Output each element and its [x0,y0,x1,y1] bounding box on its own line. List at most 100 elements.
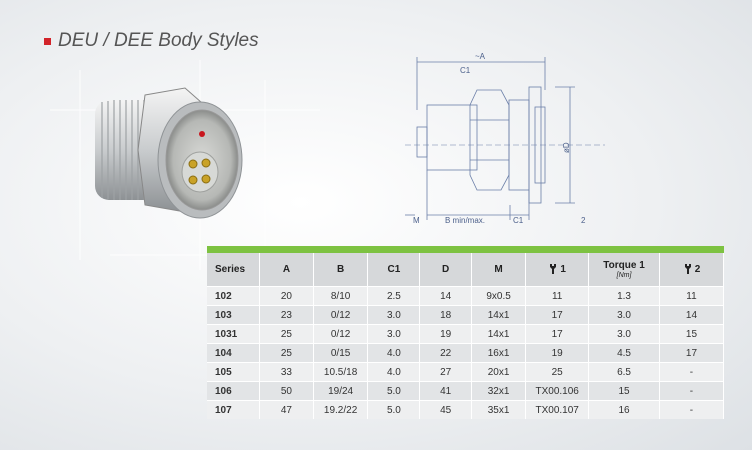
cell-d: 18 [419,305,472,325]
cell-wrench1: TX00.106 [525,381,590,401]
cell-series: 1031 [207,324,261,344]
cell-c1: 4.0 [367,362,421,382]
cell-a: 25 [259,324,314,344]
technical-drawing: ~A C1 øD M B min/max. C1 2 [405,52,605,225]
cell-c1: 3.0 [367,324,421,344]
header-m: M [471,253,527,287]
cell-series: 104 [207,343,261,363]
connector-photo [50,60,320,270]
cell-wrench1: 11 [525,286,590,306]
label-b: B min/max. [445,216,485,225]
section-title: DEU / DEE Body Styles [44,30,259,52]
cell-a: 25 [259,343,314,363]
cell-m: 16x1 [471,343,527,363]
cell-m: 32x1 [471,381,527,401]
cell-a: 50 [259,381,314,401]
cell-d: 45 [419,400,472,419]
header-b: B [313,253,369,287]
cell-a: 20 [259,286,314,306]
header-torque1-unit: [Nm] [616,272,632,279]
cell-series: 102 [207,286,261,306]
label-d: øD [562,142,571,153]
cell-m: 14x1 [471,324,527,344]
cell-wrench1: 17 [525,324,590,344]
cell-wrench1: 25 [525,362,590,382]
cell-m: 20x1 [471,362,527,382]
cell-c1: 2.5 [367,286,421,306]
cell-b: 19.2/22 [313,400,369,419]
header-wrench1: 1 [525,253,590,287]
cell-a: 23 [259,305,314,325]
wrench-icon [550,264,557,275]
cell-wrench1: TX00.107 [525,400,590,419]
label-m: M [413,216,420,225]
cell-m: 35x1 [471,400,527,419]
red-dot-marker [199,131,205,137]
cell-series: 103 [207,305,261,325]
cell-b: 0/15 [313,343,369,363]
cell-wrench2: - [659,381,725,401]
cell-d: 19 [419,324,472,344]
cell-wrench2: 14 [659,305,725,325]
header-c1: C1 [367,253,421,287]
cell-wrench2: 17 [659,343,725,363]
cell-b: 19/24 [313,381,369,401]
header-torque1: Torque 1 [Nm] [588,253,660,287]
header-wrench2-label: 2 [694,264,701,275]
cell-torque1: 15 [588,381,660,401]
cell-torque1: 3.0 [588,305,660,325]
cell-b: 0/12 [313,305,369,325]
cell-series: 106 [207,381,261,401]
cell-torque1: 1.3 [588,286,660,306]
label-a: ~A [475,52,486,61]
header-a: A [259,253,314,287]
cell-b: 10.5/18 [313,362,369,382]
title-text: DEU / DEE Body Styles [58,30,259,51]
cell-torque1: 3.0 [588,324,660,344]
cell-series: 105 [207,362,261,382]
cell-c1: 4.0 [367,343,421,363]
cell-torque1: 16 [588,400,660,419]
cell-wrench1: 19 [525,343,590,363]
table-header-row: Series A B C1 D M 1 Torque 1 [Nm] 2 [207,253,725,287]
header-wrench2: 2 [659,253,725,287]
cell-torque1: 4.5 [588,343,660,363]
cell-wrench1: 17 [525,305,590,325]
cell-b: 0/12 [313,324,369,344]
cell-wrench2: - [659,400,725,419]
header-d: D [419,253,472,287]
cell-wrench2: 11 [659,286,725,306]
cell-c1: 5.0 [367,400,421,419]
cell-m: 14x1 [471,305,527,325]
cell-wrench2: - [659,362,725,382]
header-wrench1-label: 1 [560,264,566,275]
cell-d: 14 [419,286,472,306]
cell-torque1: 6.5 [588,362,660,382]
cell-b: 8/10 [313,286,369,306]
table-accent-bar [207,246,724,253]
label-c1: C1 [460,66,471,75]
cell-m: 9x0.5 [471,286,527,306]
title-bullet-icon [44,37,51,45]
header-series: Series [207,253,261,287]
cell-a: 33 [259,362,314,382]
cell-wrench2: 15 [659,324,725,344]
cell-d: 27 [419,362,472,382]
wrench-icon [684,264,691,275]
label-wrench2: 2 [581,216,586,225]
cell-c1: 3.0 [367,305,421,325]
cell-series: 107 [207,400,261,419]
cell-a: 47 [259,400,314,419]
label-c1-bottom: C1 [513,216,524,225]
header-torque1-label: Torque 1 [603,260,645,271]
cell-c1: 5.0 [367,381,421,401]
cell-d: 22 [419,343,472,363]
